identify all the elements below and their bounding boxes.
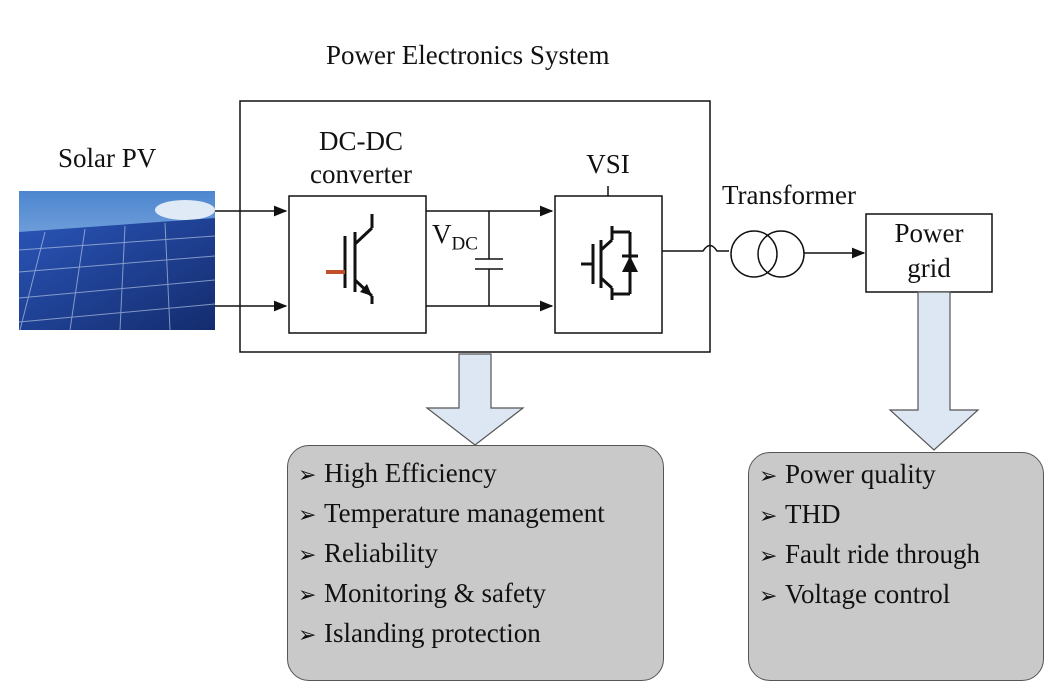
solar-panel-photo [19, 191, 215, 330]
requirement-item: ➢ Voltage control [759, 575, 1043, 615]
right-requirements-panel: ➢ Power quality ➢ THD ➢ Fault ride through ➢ Vo… [748, 452, 1044, 681]
bullet-arrow-icon: ➢ [759, 583, 778, 608]
requirement-item: ➢ Temperature management [298, 494, 663, 534]
transformer-label: Transformer [722, 180, 856, 210]
right-requirements-list: ➢ Power quality ➢ THD ➢ Fault ride through ➢ Vo… [759, 455, 1043, 615]
requirement-text: Monitoring & safety [324, 578, 546, 608]
igbt-symbol [326, 214, 374, 304]
grid-label-line1: Power [894, 218, 964, 248]
requirement-item: ➢ Reliability [298, 534, 663, 574]
requirement-text: Fault ride through [785, 539, 980, 569]
requirement-text: Temperature management [324, 498, 605, 528]
vsi-block [554, 195, 663, 334]
transformer-symbol [730, 230, 805, 278]
dcdc-label-line2: converter [310, 159, 412, 189]
solar-pv-label: Solar PV [58, 143, 157, 173]
bullet-arrow-icon: ➢ [298, 462, 317, 487]
requirement-item: ➢ Monitoring & safety [298, 574, 663, 614]
igbt-diode-symbol [581, 226, 638, 300]
requirement-item: ➢ Islanding protection [298, 614, 663, 654]
vsi-to-transformer-wire [662, 244, 729, 252]
vdc-label: VDC [432, 219, 478, 255]
requirement-text: Voltage control [785, 579, 951, 609]
grid-label-line2: grid [907, 253, 951, 283]
requirement-text: High Efficiency [324, 458, 497, 488]
capacitor-symbol [475, 211, 503, 306]
requirement-text: Islanding protection [324, 618, 541, 648]
requirement-item: ➢ THD [759, 495, 1043, 535]
bullet-arrow-icon: ➢ [759, 543, 778, 568]
vdc-subscript: DC [451, 233, 478, 255]
bullet-arrow-icon: ➢ [298, 502, 317, 527]
requirement-item: ➢ High Efficiency [298, 454, 663, 494]
left-requirements-list: ➢High Efficiency➢Temperature management➢… [298, 454, 663, 654]
vsi-label: VSI [586, 149, 630, 179]
requirement-item: ➢ Fault ride through [759, 535, 1043, 575]
bullet-arrow-icon: ➢ [759, 463, 778, 488]
power-grid-block [865, 213, 993, 293]
left-requirements-panel: ➢High Efficiency➢Temperature management➢… [287, 445, 664, 681]
requirement-item: ➢ Power quality [759, 455, 1043, 495]
dcdc-label-line1: DC-DC [318, 126, 403, 156]
system-title: Power Electronics System [326, 40, 610, 70]
dcdc-converter-block [288, 195, 427, 334]
right-down-arrow [888, 291, 980, 451]
power-electronics-frame [239, 100, 711, 353]
bullet-arrow-icon: ➢ [759, 503, 778, 528]
bullet-arrow-icon: ➢ [298, 582, 317, 607]
left-down-arrow [425, 353, 525, 446]
bullet-arrow-icon: ➢ [298, 622, 317, 647]
requirement-text: Power quality [785, 459, 936, 489]
requirement-text: Reliability [324, 538, 438, 568]
requirement-text: THD [785, 499, 841, 529]
bullet-arrow-icon: ➢ [298, 542, 317, 567]
